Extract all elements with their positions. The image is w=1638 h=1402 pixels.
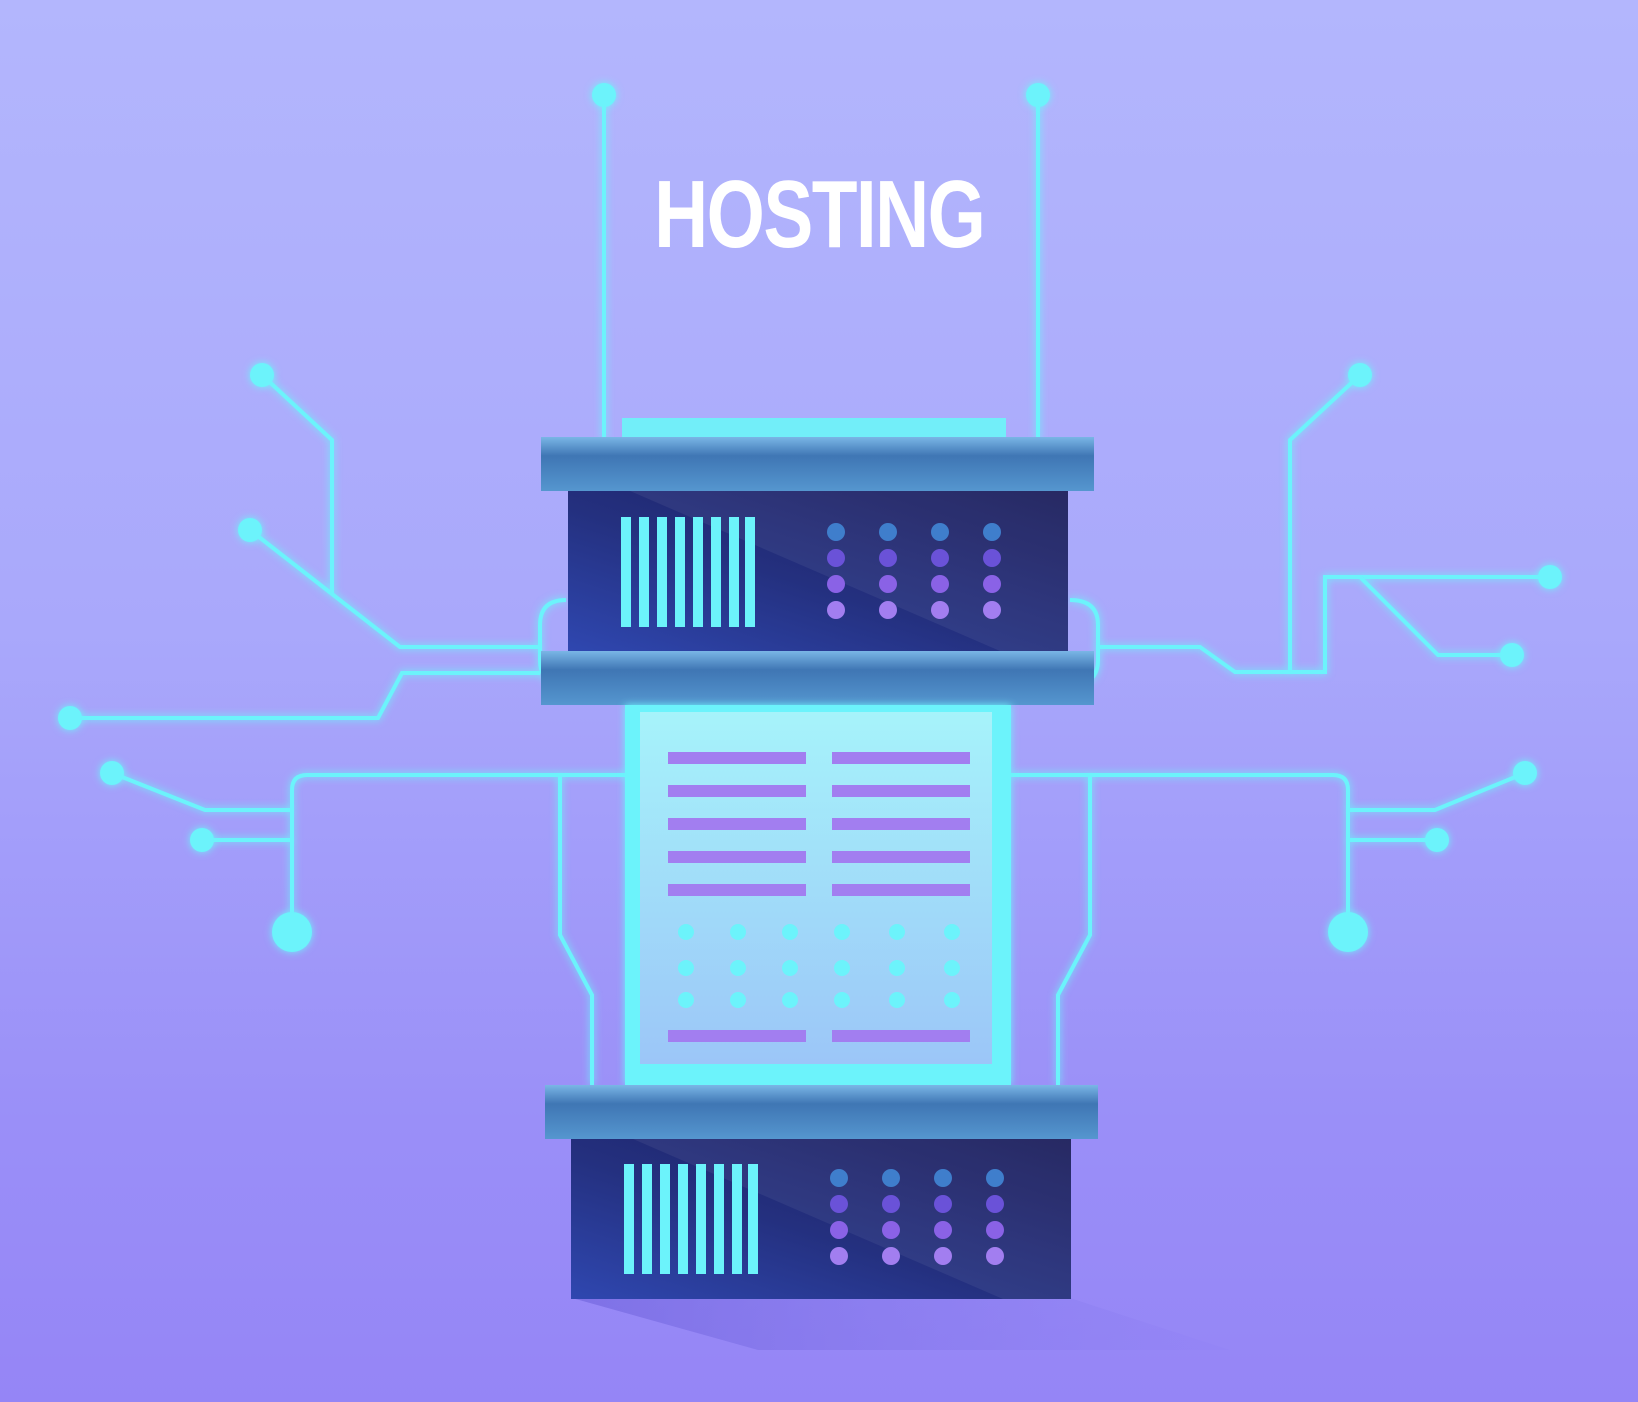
circuit-node-dots <box>58 83 1562 952</box>
rack-shelf-bottom <box>545 1085 1098 1139</box>
vent-bars <box>621 517 755 627</box>
vent-bars <box>624 1164 758 1274</box>
rack-shelf-middle <box>541 651 1094 705</box>
server-unit-bottom <box>571 1139 1071 1299</box>
rack-top-cap <box>622 418 1006 440</box>
panel-stripes <box>668 752 970 1042</box>
server-panel-center <box>625 705 1011 1085</box>
hosting-title: HOSTING <box>654 161 986 268</box>
indicator-dots <box>827 523 1001 619</box>
circuit-lines-icon <box>70 95 1550 1085</box>
server-unit-top <box>568 491 1068 651</box>
indicator-dots <box>830 1169 1004 1265</box>
rack-shelf-top <box>541 437 1094 491</box>
rack-shadow <box>572 1298 1230 1350</box>
server-rack-icon <box>541 418 1230 1350</box>
panel-dots <box>678 924 960 1008</box>
